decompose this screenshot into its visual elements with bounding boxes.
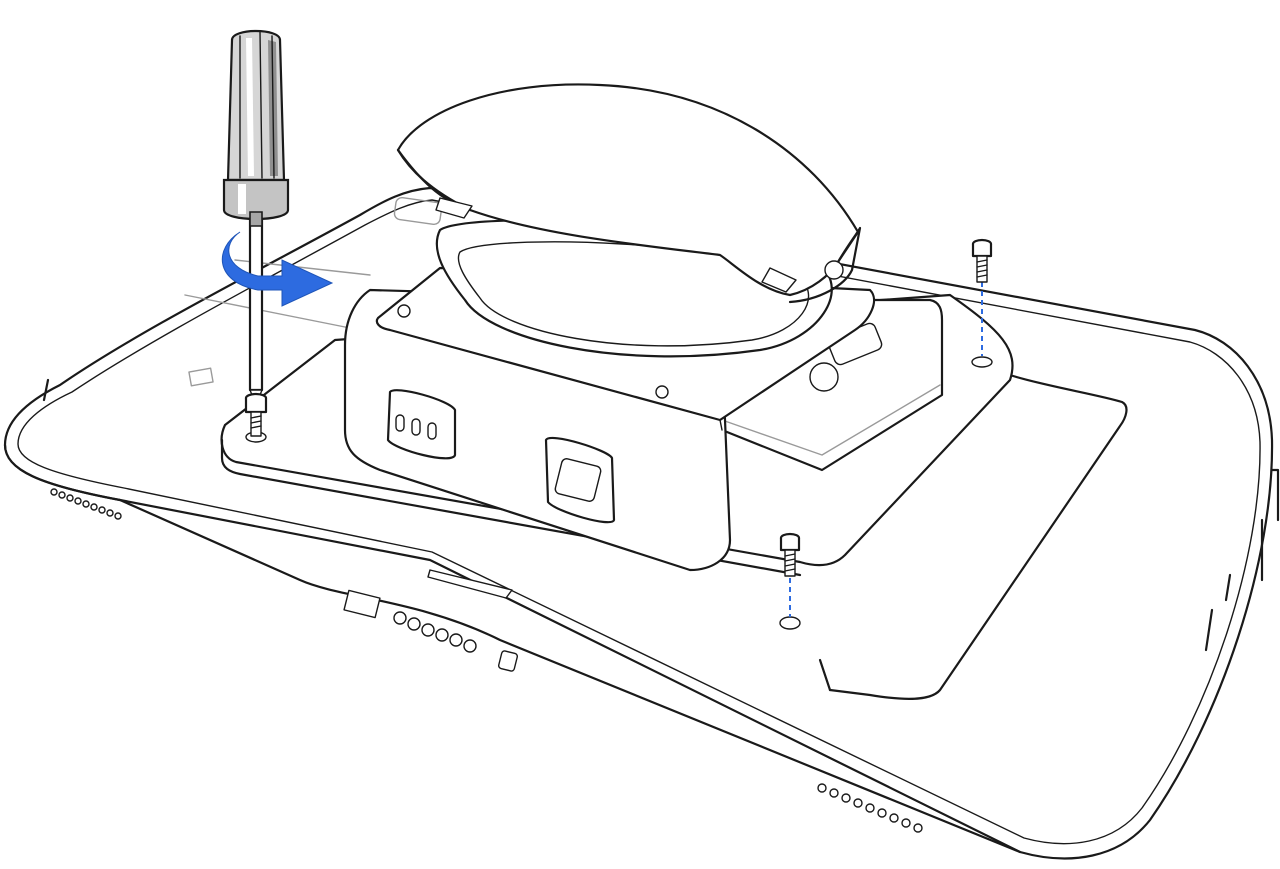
side-port-right-2	[1204, 608, 1214, 652]
back-label	[188, 367, 214, 387]
side-port-right	[1224, 573, 1232, 602]
slot-connector	[427, 569, 513, 599]
strap-cover-edge-right	[788, 226, 862, 304]
button-ridge-1	[395, 414, 405, 432]
screw-hole-rear-right	[971, 356, 993, 368]
screw-hole-front-right	[779, 616, 801, 630]
screw-head	[244, 398, 268, 414]
rear-battery-panel	[828, 373, 1128, 701]
tablet-inner-rim	[17, 199, 1261, 845]
strap-base-ring-inner	[457, 241, 810, 347]
housing-right-lower-edge	[721, 384, 941, 456]
rear-panel-edge	[818, 658, 832, 692]
screw-thread	[784, 553, 796, 572]
latch-inner	[554, 458, 602, 502]
port-square	[497, 650, 519, 672]
housing-screw-left	[397, 304, 411, 318]
rotate-clockwise-arrow-icon	[221, 231, 334, 307]
top-face-front-edge	[389, 329, 723, 431]
screw-shaft	[250, 411, 262, 437]
strap-pin	[824, 260, 844, 280]
back-seam-1	[184, 294, 361, 331]
screw-shaft	[784, 549, 796, 577]
strap-cover	[396, 83, 860, 297]
screw-head	[971, 244, 993, 258]
screw-rear-right	[971, 238, 993, 356]
base-plate-thickness	[220, 438, 802, 577]
speaker-grill-left	[50, 488, 122, 520]
port-rectangle	[343, 589, 381, 619]
screw-thread	[250, 415, 262, 429]
shaft-ferrule	[249, 211, 263, 227]
housing-screw-right	[655, 385, 669, 399]
side-button-left	[42, 378, 50, 402]
button-ridge-3	[427, 422, 437, 440]
tablet-bottom-edge	[3, 443, 1022, 854]
back-camera-window	[393, 196, 443, 226]
screw-head	[779, 538, 801, 552]
housing-release-button	[386, 389, 457, 460]
handle-grooves	[239, 31, 275, 179]
screwdriver-icon	[222, 30, 290, 401]
side-button-right-top	[1270, 468, 1280, 522]
collar-highlight	[238, 184, 246, 214]
screw-shaft	[976, 255, 988, 283]
bottom-connectors	[343, 569, 519, 672]
screw-front-left	[244, 392, 268, 437]
button-ridge-2	[411, 418, 421, 436]
screw-front-right	[779, 532, 801, 617]
strap-clip-right	[761, 267, 797, 293]
speaker-grill-right	[817, 783, 923, 833]
pogo-pins	[393, 611, 477, 653]
strap-clip-left	[435, 197, 473, 219]
screwdriver-shaft	[248, 218, 264, 392]
hand-strap	[396, 83, 862, 358]
handle-highlight	[246, 38, 254, 176]
alignment-button	[809, 362, 839, 392]
screw-thread	[976, 259, 988, 278]
